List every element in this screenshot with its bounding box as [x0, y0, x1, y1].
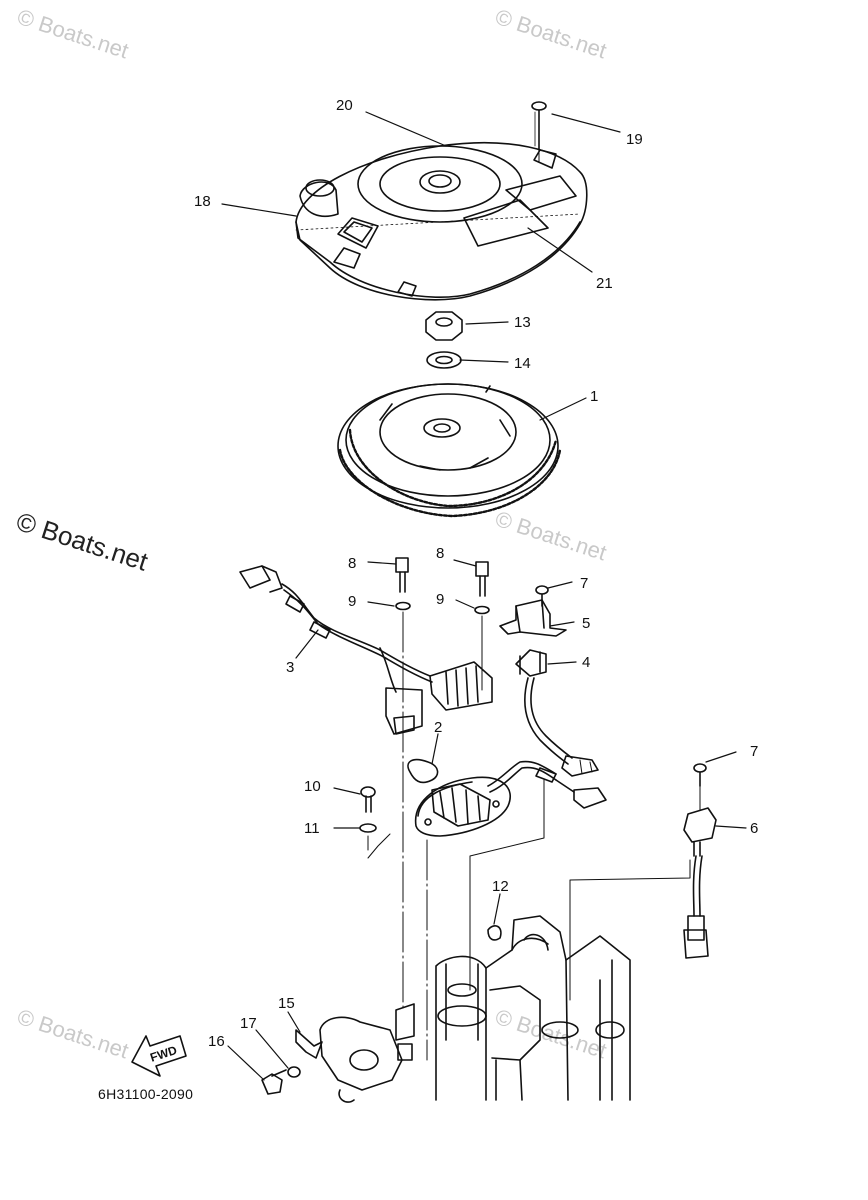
callout-14: 14 — [514, 355, 531, 372]
assembly-lines — [367, 149, 701, 1061]
callout-16: 16 — [208, 1033, 225, 1050]
callout-4: 4 — [582, 654, 590, 671]
callout-21: 21 — [596, 275, 613, 292]
callout-numbers: 20 19 18 21 13 14 1 8 8 9 9 7 5 4 3 2 7 … — [194, 97, 758, 1050]
washer-17 — [287, 1066, 301, 1078]
flywheel-cover — [295, 141, 588, 301]
washer-14 — [426, 351, 462, 369]
bolt-16 — [261, 1069, 287, 1095]
sensor-6 — [683, 807, 717, 959]
bolt-10 — [360, 786, 376, 813]
callout-2: 2 — [434, 719, 442, 736]
callout-15: 15 — [278, 995, 295, 1012]
callout-7-upper: 7 — [580, 575, 588, 592]
screw-19 — [531, 101, 547, 151]
fwd-arrow-icon — [131, 1035, 187, 1077]
flywheel — [337, 383, 562, 518]
callout-19: 19 — [626, 131, 643, 148]
clamp-15 — [295, 1029, 323, 1059]
bolt-8-left — [395, 557, 409, 593]
engine-block — [319, 915, 631, 1103]
leader-lines — [221, 111, 747, 1081]
charge-coil-harness — [239, 565, 493, 735]
callout-17: 17 — [240, 1015, 257, 1032]
pulser-coil-4 — [515, 649, 599, 777]
callout-11: 11 — [304, 820, 320, 837]
washer-9-right — [474, 605, 490, 615]
callout-12: 12 — [492, 878, 509, 895]
screw-7-lower — [693, 763, 707, 787]
callout-9-right: 9 — [436, 591, 444, 608]
washer-9-left — [395, 601, 411, 611]
callout-1: 1 — [590, 388, 598, 405]
bolt-8-right — [475, 561, 489, 597]
washer-11 — [359, 823, 377, 833]
callout-7-lower: 7 — [750, 743, 758, 760]
callout-10: 10 — [304, 778, 321, 795]
callout-13: 13 — [514, 314, 531, 331]
woodruff-key-12 — [487, 925, 502, 941]
ignition-coil-2 — [407, 758, 607, 837]
callout-6: 6 — [750, 820, 758, 837]
nut-13 — [425, 311, 463, 341]
callout-5: 5 — [582, 615, 590, 632]
callout-18: 18 — [194, 193, 211, 210]
callout-20: 20 — [336, 97, 353, 114]
drawing-code: 6H31100-2090 — [98, 1086, 194, 1102]
callout-8-right: 8 — [436, 545, 444, 562]
callout-8-left: 8 — [348, 555, 356, 572]
callout-9-left: 9 — [348, 593, 356, 610]
fwd-label: FWD — [148, 1043, 179, 1065]
bracket-5 — [499, 599, 567, 637]
callout-3: 3 — [286, 659, 294, 676]
